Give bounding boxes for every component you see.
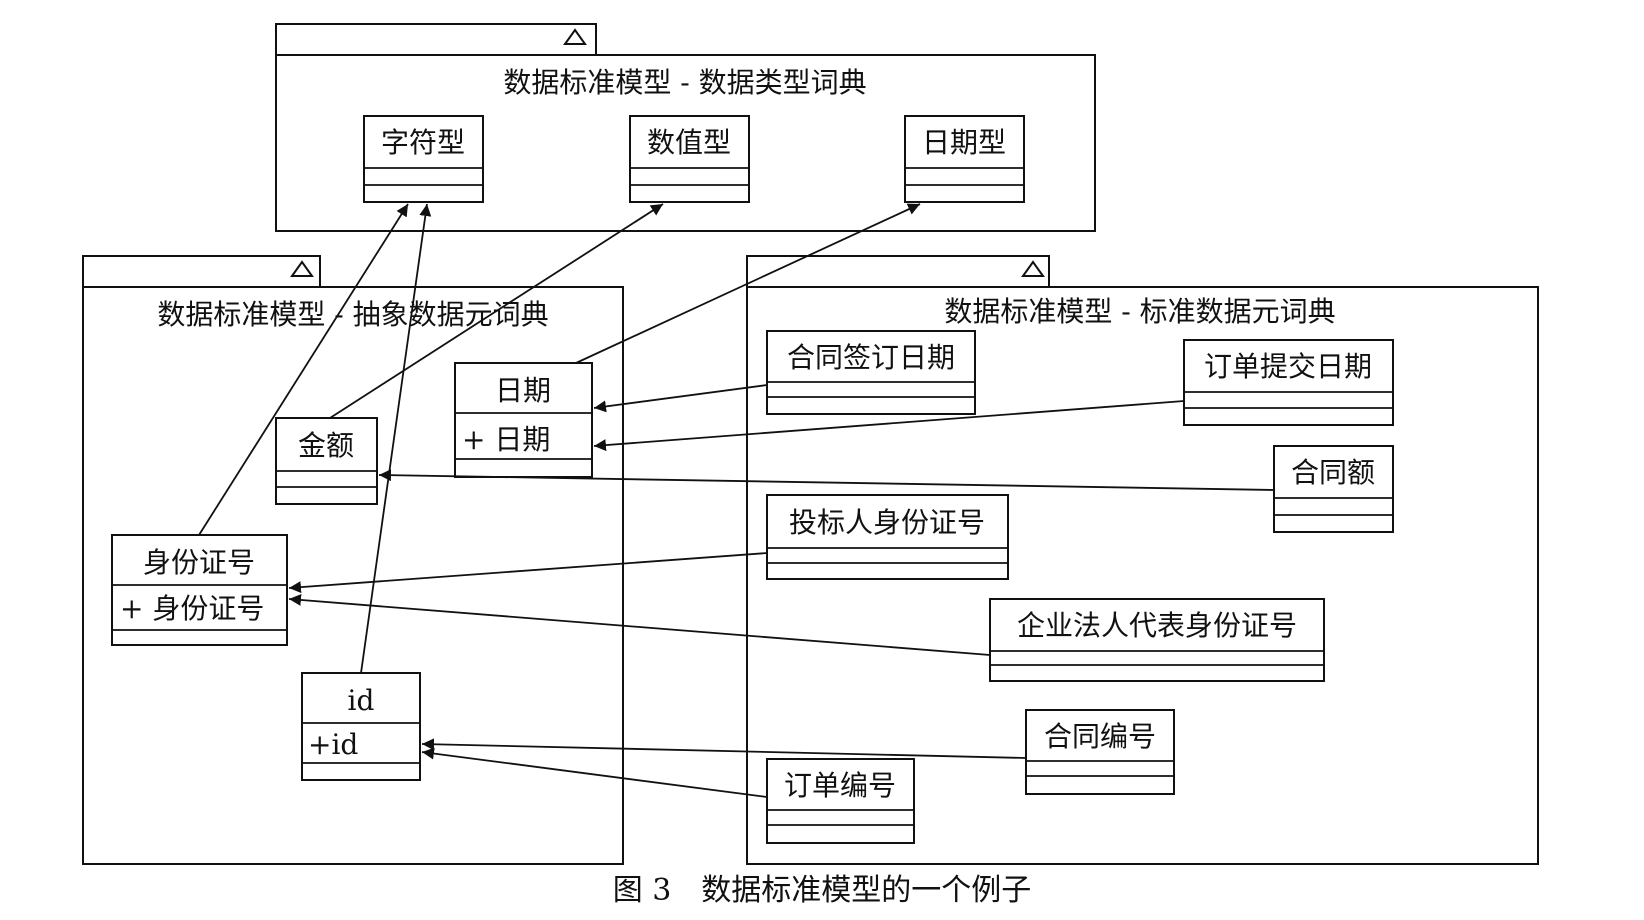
arrow-orderno-to-id: [421, 747, 768, 798]
arrow-date-to-datetype: [575, 203, 921, 364]
class-contract-signing-date: 合同签订日期: [766, 330, 976, 415]
package-title: 数据标准模型 - 标准数据元词典: [944, 295, 1335, 328]
class-date-type: 日期型: [904, 115, 1025, 203]
class-attribute: +id: [308, 728, 358, 761]
relationship-arrows: [198, 203, 1275, 798]
arrow-amount-to-numeric: [329, 203, 664, 419]
class-attribute: + 日期: [462, 423, 550, 456]
class-id: id +id: [301, 672, 421, 781]
class-name: id: [348, 684, 375, 717]
arrow-bidderid-to-idcard: [288, 552, 768, 594]
class-name: 合同签订日期: [787, 341, 955, 374]
class-contract-amount: 合同额: [1273, 445, 1394, 533]
arrow-idcard-to-char: [198, 203, 409, 536]
arrow-contractno-to-id: [421, 738, 1027, 759]
class-name: 字符型: [381, 126, 465, 159]
class-name: 订单编号: [784, 769, 896, 802]
package-tab: [275, 23, 597, 56]
class-name: 数值型: [647, 126, 731, 159]
package-title: 数据标准模型 - 抽象数据元词典: [157, 298, 548, 331]
class-name: 日期: [495, 374, 551, 407]
arrow-id-to-char: [360, 203, 432, 674]
class-char-type: 字符型: [363, 115, 484, 203]
package-triangle-icon: [1021, 260, 1045, 277]
arrow-orderdate-to-date: [593, 400, 1185, 452]
package-tab: [746, 255, 1050, 288]
package-tab: [82, 255, 321, 288]
arrow-signdate-to-date: [593, 384, 768, 413]
class-name: 合同编号: [1044, 720, 1156, 753]
class-legal-representative-id-card-number: 企业法人代表身份证号: [989, 598, 1325, 682]
class-name: 投标人身份证号: [789, 506, 985, 539]
class-name: 日期型: [922, 126, 1006, 159]
class-name: 身份证号: [143, 546, 255, 579]
class-bidder-id-card-number: 投标人身份证号: [766, 494, 1009, 580]
arrow-legalid-to-idcard: [288, 593, 991, 656]
class-attribute: + 身份证号: [120, 592, 264, 625]
package-triangle-icon: [290, 260, 314, 277]
package-title: 数据标准模型 - 数据类型词典: [503, 66, 866, 99]
class-id-card-number: 身份证号 + 身份证号: [111, 534, 288, 646]
class-name: 订单提交日期: [1204, 350, 1372, 383]
class-name: 金额: [298, 429, 354, 462]
class-date: 日期 + 日期: [454, 362, 593, 478]
class-numeric-type: 数值型: [629, 115, 750, 203]
arrow-contractamt-to-amount: [378, 469, 1275, 491]
class-contract-number: 合同编号: [1025, 709, 1175, 795]
class-order-submit-date: 订单提交日期: [1183, 339, 1394, 426]
class-order-number: 订单编号: [766, 758, 915, 844]
class-name: 企业法人代表身份证号: [1017, 609, 1297, 642]
class-name: 合同额: [1291, 456, 1375, 489]
class-amount: 金额: [275, 417, 378, 505]
figure-caption: 图 3 数据标准模型的一个例子: [613, 873, 1032, 908]
package-triangle-icon: [563, 28, 587, 45]
